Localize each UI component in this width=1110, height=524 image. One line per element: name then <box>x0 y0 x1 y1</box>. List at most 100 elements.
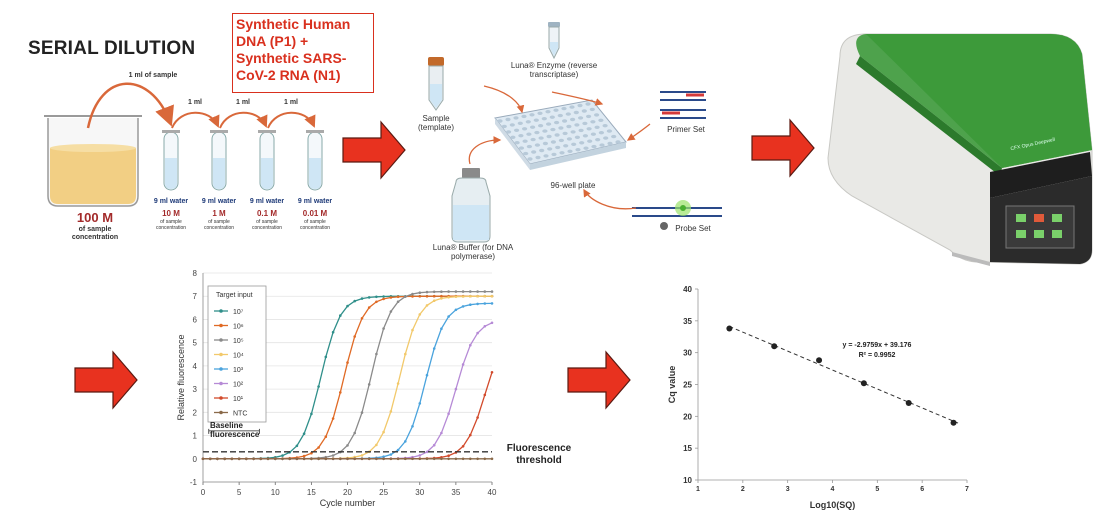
curve-point <box>317 457 320 461</box>
x-tick-label: 2 <box>741 486 745 493</box>
data-point <box>905 399 912 406</box>
y-tick-label: 40 <box>683 285 692 294</box>
curve-point <box>396 300 400 304</box>
curve-point <box>360 297 364 300</box>
curve-point <box>389 457 393 461</box>
reagent-arrow <box>583 188 637 210</box>
plate-well <box>566 124 572 129</box>
curve-point <box>432 443 436 447</box>
curve-point <box>317 446 320 449</box>
plate-well <box>589 107 595 112</box>
plate-well <box>590 120 596 124</box>
reagent-arrow <box>551 91 604 106</box>
primer-set-icon <box>660 91 706 119</box>
curve-point <box>425 450 429 454</box>
plate-well <box>561 106 567 111</box>
curve-point <box>302 454 306 458</box>
curve-point <box>483 325 487 328</box>
curve-point <box>360 317 364 320</box>
plate-well <box>542 141 549 146</box>
y-tick-label: 1 <box>193 432 198 441</box>
legend-marker <box>219 338 223 342</box>
curve-point <box>432 299 436 303</box>
plate-well <box>546 134 552 139</box>
plate-well <box>582 134 589 138</box>
plate-well <box>549 115 555 119</box>
stock-beaker <box>44 115 142 207</box>
curve-point <box>310 451 313 455</box>
y-tick-label: 10 <box>683 476 692 485</box>
curve-point <box>396 382 400 385</box>
sample-tube-icon <box>428 57 444 111</box>
tube-water-label: 9 ml water <box>249 198 285 205</box>
curve-point <box>237 457 241 461</box>
curve-point <box>339 314 342 317</box>
reagent-arrow <box>468 136 502 165</box>
curve-point <box>375 295 378 299</box>
plate-well <box>523 151 529 156</box>
curve-point <box>302 432 306 436</box>
plate-well <box>574 135 581 139</box>
plate-well <box>575 148 581 152</box>
curve-point <box>274 457 277 461</box>
curve-point <box>367 296 371 299</box>
transfer-arrow <box>86 82 174 129</box>
curve-point <box>418 402 422 405</box>
curve-point <box>447 412 450 416</box>
curve-point <box>367 306 371 309</box>
x-tick-label: 0 <box>201 488 206 497</box>
dilution-tubes <box>162 130 324 191</box>
plate-well <box>566 137 573 141</box>
plate-well <box>581 109 587 113</box>
plate-well <box>569 105 575 109</box>
trend-r2: R² = 0.9952 <box>859 352 896 359</box>
curve-point <box>440 431 443 435</box>
curve-point <box>382 430 385 434</box>
curve-point <box>252 457 255 461</box>
curve-point <box>375 352 378 356</box>
curve-point <box>324 435 328 439</box>
plate-well <box>565 112 571 116</box>
curve-point <box>324 457 328 461</box>
curve-point <box>404 295 407 298</box>
probe-label: Probe Set <box>675 224 711 233</box>
plate-well <box>573 110 579 115</box>
plate-well <box>554 120 560 125</box>
y-tick-label: 30 <box>683 349 692 358</box>
transfer-label: 1 ml <box>187 99 202 106</box>
plate-well <box>545 110 551 114</box>
curve-point <box>418 457 422 461</box>
plate-well <box>509 123 515 127</box>
curve-point <box>454 308 458 312</box>
curve-point <box>389 410 393 413</box>
transfer-arrow <box>267 111 316 129</box>
curve-point <box>476 302 479 306</box>
curve-point <box>440 327 443 331</box>
plate-well <box>599 143 605 147</box>
y-tick-label: 25 <box>683 381 692 390</box>
x-axis-label: Cycle number <box>320 498 376 508</box>
legend-entry: 10⁷ <box>233 309 244 316</box>
y-tick-label: 20 <box>683 412 692 421</box>
x-tick-label: 10 <box>271 488 280 497</box>
plate-well <box>582 121 588 126</box>
curve-point <box>425 295 429 298</box>
curve-point <box>302 457 306 461</box>
x-tick-label: 4 <box>831 486 835 493</box>
trendline <box>729 325 959 424</box>
plate-well <box>534 130 540 135</box>
plate-well <box>550 140 557 144</box>
plate-well <box>555 145 561 150</box>
curve-point <box>432 347 436 350</box>
x-tick-label: 30 <box>415 488 424 497</box>
plate-well <box>513 116 519 120</box>
curve-point <box>353 431 357 435</box>
flow-arrow <box>74 350 138 410</box>
plate-well <box>587 139 593 143</box>
curve-point <box>288 457 292 461</box>
plate-well <box>583 146 589 150</box>
curve-point <box>461 363 465 366</box>
curve-point <box>469 457 472 461</box>
transfer-label: 1 ml <box>283 99 298 106</box>
curve-point <box>360 411 364 414</box>
